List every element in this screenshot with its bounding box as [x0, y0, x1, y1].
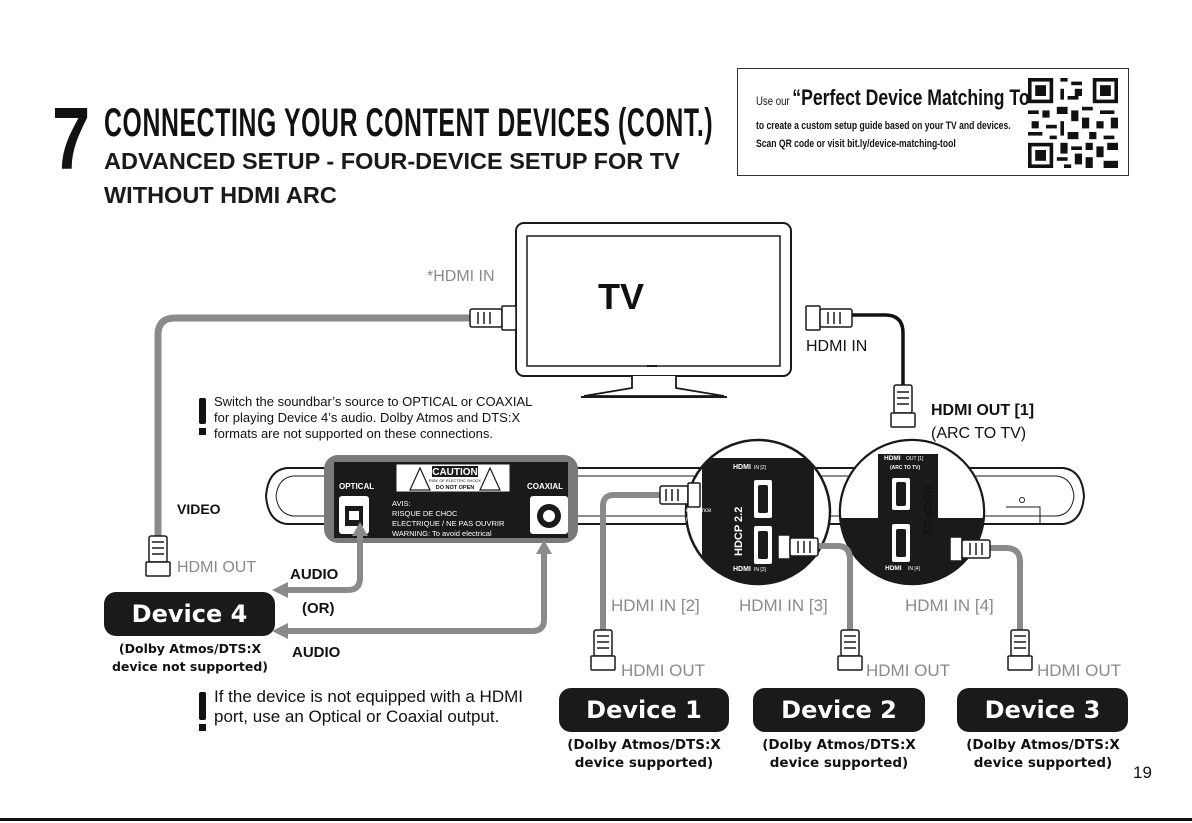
port-in3-label: IN [3] [754, 567, 767, 573]
hdmi-logo-in3: HDMI [733, 566, 751, 573]
hdmi-logo-out1: HDMI [884, 455, 901, 462]
cables [154, 313, 1023, 634]
promo-heading: Use our “Perfect Device Matching Tool” [756, 87, 1054, 109]
or-label: (OR) [302, 600, 335, 617]
device-4-support-line-1: (Dolby Atmos/DTS:X [118, 641, 262, 656]
no-hdmi-line-1: If the device is not equipped with a HDM… [214, 687, 523, 706]
device-1-support-line-2: device supported) [574, 755, 714, 771]
page-title: CONNECTING YOUR CONTENT DEVICES (CONT.) [104, 101, 714, 145]
device-2-support: (Dolby Atmos/DTS:X device supported) [744, 736, 934, 772]
caution-label: CAUTION [432, 467, 478, 478]
coaxial-label: COAXIAL [527, 482, 563, 491]
port-out1-label: OUT [1] [906, 456, 924, 462]
no-hdmi-line-2: port, use an Optical or Coaxial output. [214, 707, 500, 726]
hdmi-in-3-label: HDMI IN [3] [739, 596, 828, 615]
hdcp-right: HDCP 2.2 [921, 486, 933, 535]
connector-in4 [949, 536, 991, 562]
connector-device4 [145, 535, 171, 577]
optical-coaxial-panel [324, 455, 578, 543]
device-3-support: (Dolby Atmos/DTS:X device supported) [948, 736, 1138, 772]
device-2-support-line-1: (Dolby Atmos/DTS:X [762, 737, 916, 753]
hdmi-in-2-label: HDMI IN [2] [611, 596, 700, 615]
text-fragment-2: n. [686, 517, 691, 523]
switch-source-line-3: formats are not supported on these conne… [214, 426, 493, 441]
switch-source-line-2: for playing Device 4’s audio. Dolby Atmo… [214, 410, 521, 425]
device4-hdmi-out: HDMI OUT [177, 559, 257, 576]
page-subtitle: ADVANCED SETUP - FOUR-DEVICE SETUP FOR T… [104, 148, 680, 208]
arc-to-tv-label: (ARC TO TV) [931, 425, 1027, 442]
connector-device2 [837, 629, 863, 671]
device2-hdmi-out: HDMI OUT [866, 661, 951, 680]
connector-tv-left [469, 305, 517, 331]
switch-source-line-1: Switch the soundbar’s source to OPTICAL … [214, 394, 533, 409]
tv-illustration [515, 222, 792, 398]
hdmi-connectors [145, 305, 1033, 671]
caution-sub2: DO NOT OPEN [436, 485, 475, 491]
warning-exclamation-icon-2 [199, 692, 206, 720]
connector-soundbar-out [890, 384, 916, 428]
device3-hdmi-out: HDMI OUT [1037, 661, 1122, 680]
device-1-badge[interactable]: Device 1 [559, 688, 729, 732]
promo-tool-name: “Perfect Device Matching Tool” [792, 85, 1055, 110]
port-in4-label: IN [4] [908, 566, 921, 572]
connector-in3 [777, 534, 819, 560]
hdmi-port-panel-left [684, 438, 832, 586]
avis-text: AVIS: [392, 499, 411, 508]
connector-in2 [659, 482, 701, 508]
optical-label: OPTICAL [339, 482, 374, 491]
text-fragment-1: erference [686, 508, 712, 514]
device-3-badge[interactable]: Device 3 [957, 688, 1128, 732]
warning-exclamation-dot-2 [199, 724, 206, 731]
tv-hdmi-in: HDMI IN [806, 338, 868, 355]
device-4-support: (Dolby Atmos/DTS:X device not supported) [100, 640, 280, 676]
device-3-support-line-2: device supported) [973, 755, 1113, 771]
promo-body: to create a custom setup guide based on … [756, 120, 1011, 150]
audio-label-1: AUDIO [290, 566, 339, 583]
hdmi-logo-in2: HDMI [733, 464, 751, 471]
device-2-badge[interactable]: Device 2 [753, 688, 925, 732]
audio-label-2: AUDIO [292, 644, 341, 661]
device-1-support-line-1: (Dolby Atmos/DTS:X [567, 737, 721, 753]
port-in2-label: IN [2] [754, 465, 767, 471]
switch-source-note: Switch the soundbar’s source to OPTICAL … [214, 394, 532, 442]
section-number: 7 [52, 89, 90, 188]
no-hdmi-note: If the device is not equipped with a HDM… [214, 687, 523, 727]
warning-exclamation-icon [199, 398, 206, 424]
connector-device1 [590, 629, 616, 671]
warning-text: WARNING: To avoid electrical [392, 529, 492, 538]
qr-code-icon[interactable] [1028, 78, 1118, 168]
hdmi-logo-in4: HDMI [885, 565, 902, 572]
video-label: VIDEO [177, 501, 221, 517]
risque-text: RISQUE DE CHOC [392, 509, 458, 518]
hdmi-in-4-label: HDMI IN [4] [905, 596, 994, 615]
device-2-support-line-2: device supported) [769, 755, 909, 771]
promo-lead: Use our [756, 94, 793, 108]
device-1-support: (Dolby Atmos/DTS:X device supported) [549, 736, 739, 772]
tv-label: TV [598, 276, 645, 317]
soundbar-hdmi-out-1: HDMI OUT [1] [931, 402, 1035, 419]
caution-sub1: RISK OF ELECTRIC SHOCK [429, 478, 482, 483]
device-4-support-line-2: device not supported) [111, 659, 268, 674]
electrique-text: ELECTRIQUE / NE PAS OUVRIR [392, 519, 505, 528]
device1-hdmi-out: HDMI OUT [621, 661, 706, 680]
bottom-divider [0, 818, 1192, 821]
hdcp-left: HDCP 2.2 [733, 507, 745, 556]
tv-hdmi-in-star: *HDMI IN [427, 268, 495, 285]
connector-device3 [1007, 629, 1033, 671]
device-4-badge[interactable]: Device 4 [104, 592, 275, 636]
page-number: 19 [1133, 763, 1152, 782]
promo-box: Use our “Perfect Device Matching Tool” t… [737, 68, 1129, 176]
port-arc-label: (ARC TO TV) [890, 465, 921, 471]
connector-tv-right [805, 305, 853, 331]
device-3-support-line-1: (Dolby Atmos/DTS:X [966, 737, 1120, 753]
warning-exclamation-dot [199, 428, 206, 435]
